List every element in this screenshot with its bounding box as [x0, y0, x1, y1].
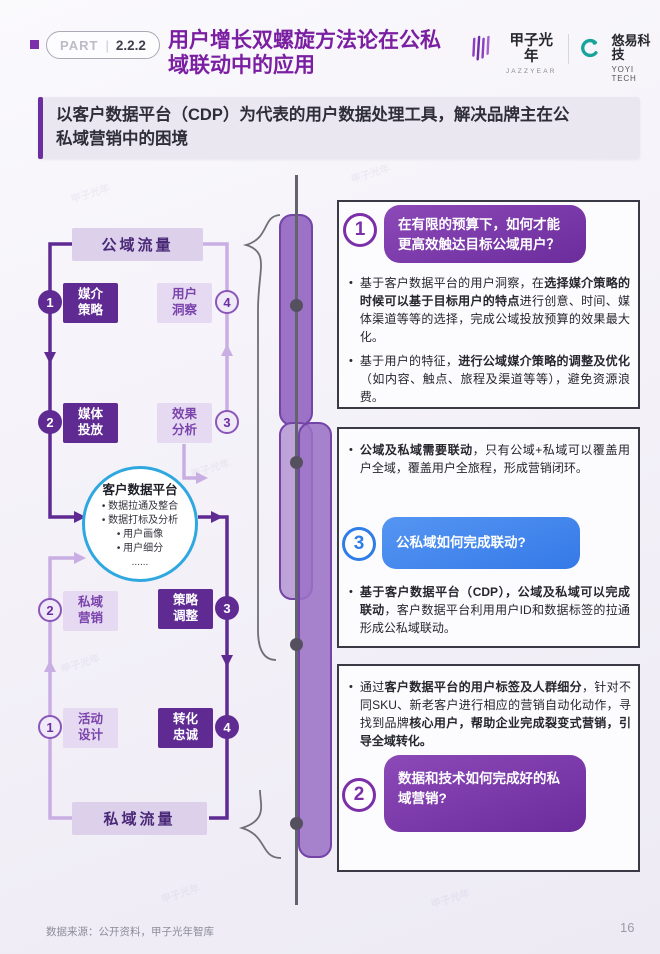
bullet-item: • 公域及私域需要联动，只有公域+私域可以覆盖用户全域，覆盖用户全旅程，形成营销…	[349, 441, 630, 477]
jazzyear-logo-text: 甲子光年	[509, 33, 553, 65]
bullet-text: 基于客户数据平台（CDP），公域及私域可以完成联动，客户数据平台利用用户ID和数…	[359, 585, 630, 635]
bullet-text: 通过客户数据平台的用户标签及人群细分，针对不同SKU、新老客户进行相应的营销自动…	[359, 680, 631, 748]
part-marker-square	[30, 40, 39, 49]
page-title: 用户增长双螺旋方法论在公私 域联动中的应用	[168, 29, 441, 78]
bullet-marker: •	[349, 355, 353, 367]
effect-analysis-node: 效果 分析	[157, 403, 212, 443]
bullet-marker: •	[349, 586, 353, 598]
cdp-subitem: • 用户画像	[116, 528, 164, 540]
jazzyear-logo-subtext: JAZZYEAR	[505, 67, 557, 75]
helix-node-dot	[290, 817, 303, 830]
question-2-bullets: • 通过客户数据平台的用户标签及人群细分，针对不同SKU、新老客户进行相应的营销…	[349, 678, 631, 756]
banner-text: 以客户数据平台（CDP）为代表的用户数据处理工具，解决品牌主在公 私域营销中的困…	[56, 106, 570, 148]
helix-axis-line	[295, 175, 298, 905]
question-3-top-bullets: • 公域及私域需要联动，只有公域+私域可以覆盖用户全域，覆盖用户全旅程，形成营销…	[349, 441, 630, 483]
helix-node-dot	[290, 638, 303, 651]
question-2-badge: 2	[342, 778, 376, 812]
bullet-marker: •	[349, 681, 353, 693]
yoyi-logo-icon	[581, 38, 600, 58]
part-pill: PART | 2.2.2	[46, 31, 160, 59]
cdp-subitem: • 用户细分	[116, 542, 164, 554]
logo-divider	[568, 34, 570, 64]
question-1-badge: 1	[343, 213, 377, 247]
question-3-bottom-bullets: • 基于客户数据平台（CDP），公域及私域可以完成联动，客户数据平台利用用户ID…	[349, 583, 630, 643]
bullet-marker: •	[349, 444, 353, 456]
bullet-text: 基于用户的特征，进行公域媒介策略的调整及优化（如内容、触点、旅程及渠道等等），避…	[359, 354, 630, 404]
bullet-text: 基于客户数据平台的用户洞察，在选择媒介策略的时候可以基于目标用户的特点进行创意、…	[359, 276, 630, 344]
media-strategy-node: 媒介 策略	[63, 283, 118, 323]
cdp-title: 客户数据平台	[102, 482, 178, 497]
question-1-bullets: • 基于客户数据平台的用户洞察，在选择媒介策略的时候可以基于目标用户的特点进行创…	[349, 274, 630, 412]
header-logos: 甲子光年 JAZZYEAR 悠易科技 YOYI TECH	[470, 33, 660, 83]
helix-strand-private	[298, 422, 332, 858]
banner-accent-bar	[38, 97, 43, 159]
part-divider: |	[105, 37, 109, 53]
question-1-pill: 在有限的预算下，如何才能 更高效触达目标公域用户？	[384, 205, 586, 263]
user-insight-node: 用户 洞察	[157, 283, 212, 323]
step-badge-user-insight: 4	[215, 290, 239, 314]
question-3-pill: 公私域如何完成联动?	[382, 517, 580, 569]
helix-node-dot	[290, 299, 303, 312]
yoyi-logo-subtext: YOYI TECH	[611, 64, 637, 83]
jazzyear-logo-icon	[472, 35, 490, 61]
public-traffic-node: 公域流量	[72, 228, 203, 261]
step-badge-media-strategy: 1	[38, 290, 62, 314]
page-number: 16	[620, 920, 635, 935]
section-banner	[38, 97, 640, 159]
campaign-design-node: 活动 设计	[63, 708, 118, 748]
data-source-note: 数据来源：公开资料，甲子光年智库	[46, 926, 214, 938]
question-2-pill: 数据和技术如何完成好的私 域营销?	[384, 755, 586, 832]
bullet-marker: •	[349, 277, 353, 289]
cdp-more: ......	[131, 556, 149, 568]
bullet-item: • 基于客户数据平台的用户洞察，在选择媒介策略的时候可以基于目标用户的特点进行创…	[349, 274, 630, 346]
cdp-circle: 客户数据平台 • 数据拉通及整合 • 数据打标及分析 • 用户画像 • 用户细分…	[82, 466, 198, 582]
cdp-item: • 数据打标及分析	[101, 514, 179, 526]
bullet-text: 公域及私域需要联动，只有公域+私域可以覆盖用户全域，覆盖用户全旅程，形成营销闭环…	[359, 443, 630, 475]
conversion-loyalty-node: 转化 忠诚	[158, 708, 213, 748]
step-badge-media-buying: 2	[38, 410, 62, 434]
step-badge-effect-analysis: 3	[215, 410, 239, 434]
part-number: 2.2.2	[115, 37, 146, 53]
media-buying-node: 媒体 投放	[63, 403, 118, 443]
yoyi-logo: 悠易科技 YOYI TECH	[611, 33, 660, 83]
cdp-item: • 数据拉通及整合	[101, 500, 179, 512]
bullet-item: • 基于客户数据平台（CDP），公域及私域可以完成联动，客户数据平台利用用户ID…	[349, 583, 630, 637]
part-label: PART	[60, 37, 99, 53]
bullet-item: • 基于用户的特征，进行公域媒介策略的调整及优化（如内容、触点、旅程及渠道等等）…	[349, 352, 630, 406]
private-marketing-node: 私域 营销	[63, 591, 118, 631]
private-traffic-node: 私域流量	[72, 802, 207, 835]
helix-node-dot	[290, 456, 303, 469]
step-badge-conversion-loyalty: 4	[215, 715, 239, 739]
strategy-adjust-node: 策略 调整	[158, 589, 213, 629]
jazzyear-logo: 甲子光年 JAZZYEAR	[504, 33, 558, 75]
yoyi-logo-text: 悠易科技	[611, 33, 651, 63]
question-3-badge: 3	[342, 527, 376, 561]
step-badge-campaign-design: 1	[38, 715, 62, 739]
step-badge-private-marketing: 2	[38, 598, 62, 622]
bullet-item: • 通过客户数据平台的用户标签及人群细分，针对不同SKU、新老客户进行相应的营销…	[349, 678, 631, 750]
step-badge-strategy-adjust: 3	[215, 596, 239, 620]
